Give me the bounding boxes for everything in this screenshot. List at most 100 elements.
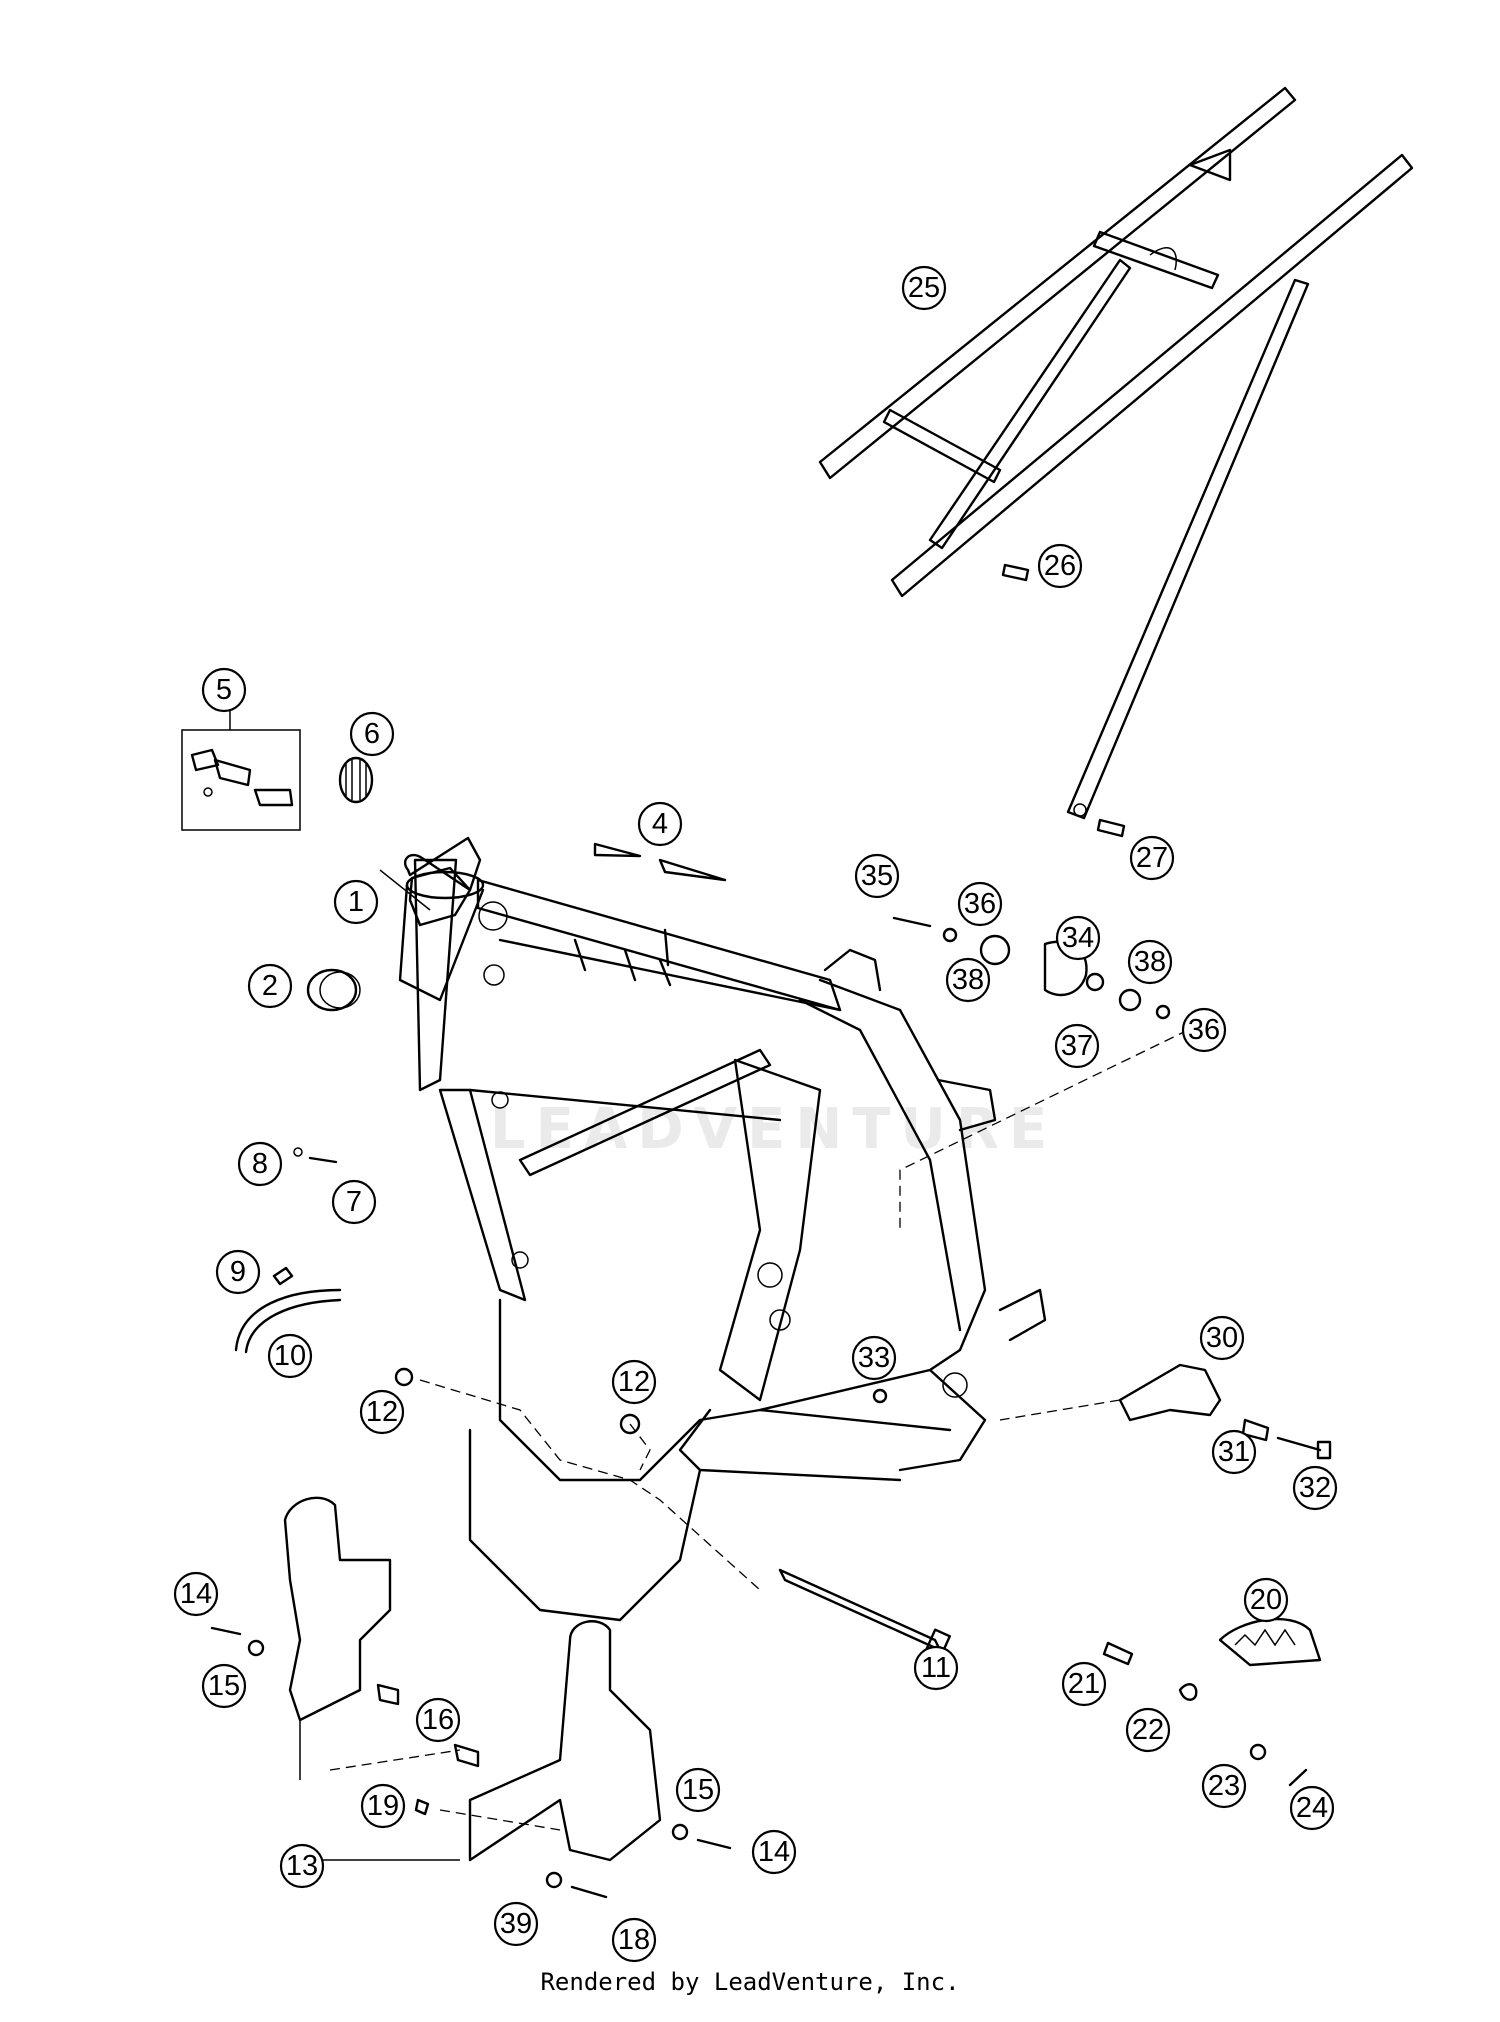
callout-16: 16 — [415, 1697, 461, 1743]
svg-text:35: 35 — [861, 860, 893, 892]
callout-32: 32 — [1292, 1465, 1338, 1511]
callout-13: 13 — [279, 1843, 325, 1889]
callout-38a: 38 — [945, 957, 991, 1003]
svg-text:38: 38 — [952, 964, 984, 996]
svg-text:39: 39 — [500, 1908, 532, 1940]
svg-text:26: 26 — [1044, 550, 1076, 582]
part-2-cap — [306, 968, 361, 1012]
callout-14a: 14 — [173, 1571, 219, 1617]
callout-8: 8 — [237, 1141, 283, 1187]
callout-38b: 38 — [1127, 939, 1173, 985]
callout-25: 25 — [901, 265, 947, 311]
callout-30: 30 — [1199, 1315, 1245, 1361]
callout-5: 5 — [201, 667, 247, 713]
svg-text:7: 7 — [346, 1186, 362, 1218]
svg-text:11: 11 — [921, 1652, 951, 1684]
svg-text:37: 37 — [1061, 1030, 1093, 1062]
svg-text:13: 13 — [286, 1850, 318, 1882]
svg-text:12: 12 — [366, 1396, 398, 1428]
svg-text:5: 5 — [216, 674, 232, 706]
svg-text:36: 36 — [1188, 1014, 1220, 1046]
callout-20: 20 — [1243, 1577, 1289, 1623]
callout-27: 27 — [1129, 835, 1175, 881]
svg-text:8: 8 — [252, 1148, 268, 1180]
callout-15b: 15 — [675, 1767, 721, 1813]
svg-text:15: 15 — [682, 1774, 714, 1806]
svg-text:18: 18 — [618, 1924, 650, 1956]
svg-text:33: 33 — [858, 1342, 890, 1374]
part-12-nuts — [394, 1367, 641, 1435]
part-9-nipple — [272, 1266, 294, 1286]
callout-35: 35 — [854, 853, 900, 899]
svg-text:4: 4 — [652, 808, 668, 840]
callout-24: 24 — [1289, 1785, 1335, 1831]
svg-text:9: 9 — [230, 1256, 246, 1288]
svg-text:19: 19 — [367, 1790, 399, 1822]
callout-15a: 15 — [201, 1663, 247, 1709]
svg-text:10: 10 — [274, 1340, 306, 1372]
callout-6: 6 — [349, 711, 395, 757]
leader-lines — [229, 700, 1189, 1831]
footer-credit: Rendered by LeadVenture, Inc. — [540, 1968, 960, 1996]
callout-37: 37 — [1054, 1023, 1100, 1069]
rear-subframe — [818, 86, 1414, 820]
chain-guide-parts — [1118, 1363, 1332, 1460]
svg-text:30: 30 — [1206, 1322, 1238, 1354]
part-33-nut — [872, 1388, 888, 1404]
watermark-text: LEADVENTURE — [490, 1097, 1057, 1162]
footrest-assembly — [1102, 1617, 1322, 1787]
svg-text:12: 12 — [618, 1366, 650, 1398]
callout-33: 33 — [851, 1335, 897, 1381]
svg-text:20: 20 — [1250, 1584, 1282, 1616]
svg-text:2: 2 — [262, 970, 278, 1002]
part-6-plug — [338, 756, 374, 804]
svg-text:24: 24 — [1296, 1792, 1328, 1824]
part-1-steering-bearing — [398, 870, 485, 1002]
part-13-frame-protectors — [283, 1496, 662, 1862]
callout-39: 39 — [493, 1901, 539, 1947]
swingarm-bushings — [892, 916, 1171, 1020]
callout-34: 34 — [1055, 915, 1101, 961]
callout-23: 23 — [1201, 1763, 1247, 1809]
callout-9: 9 — [215, 1249, 261, 1295]
svg-text:6: 6 — [364, 718, 380, 750]
callout-21: 21 — [1061, 1661, 1107, 1707]
callout-12a: 12 — [359, 1389, 405, 1435]
callout-36b: 36 — [1181, 1007, 1227, 1053]
svg-text:34: 34 — [1062, 922, 1094, 954]
subframe-bolts — [1001, 563, 1126, 838]
callout-12b: 12 — [611, 1359, 657, 1405]
main-frame — [403, 836, 1047, 1622]
svg-text:21: 21 — [1068, 1668, 1100, 1700]
svg-text:14: 14 — [180, 1578, 212, 1610]
svg-text:25: 25 — [908, 272, 940, 304]
callout-31: 31 — [1211, 1429, 1257, 1475]
callout-22: 22 — [1125, 1707, 1171, 1753]
svg-text:38: 38 — [1134, 946, 1166, 978]
part-7-8-screw-nut — [293, 1147, 338, 1164]
svg-text:22: 22 — [1132, 1714, 1164, 1746]
callout-26: 26 — [1037, 543, 1083, 589]
callout-4: 4 — [637, 801, 683, 847]
callout-11: 11 — [913, 1645, 959, 1691]
svg-text:36: 36 — [964, 888, 996, 920]
svg-text:32: 32 — [1299, 1472, 1331, 1504]
svg-text:16: 16 — [422, 1704, 454, 1736]
callout-19: 19 — [360, 1783, 406, 1829]
callout-2: 2 — [247, 963, 293, 1009]
callout-18: 18 — [611, 1917, 657, 1963]
svg-text:23: 23 — [1208, 1770, 1240, 1802]
callout-10: 10 — [267, 1333, 313, 1379]
callout-7: 7 — [331, 1179, 377, 1225]
protector-fasteners — [210, 1626, 732, 1899]
callout-14b: 14 — [751, 1829, 797, 1875]
callout-1: 1 — [333, 879, 379, 925]
part-4-decals — [593, 842, 727, 882]
part-10-hose — [234, 1288, 342, 1354]
part-5-steering-lock-set — [181, 729, 301, 831]
svg-text:1: 1 — [348, 886, 364, 918]
svg-text:15: 15 — [208, 1670, 240, 1702]
svg-text:31: 31 — [1218, 1436, 1250, 1468]
callout-36a: 36 — [957, 881, 1003, 927]
